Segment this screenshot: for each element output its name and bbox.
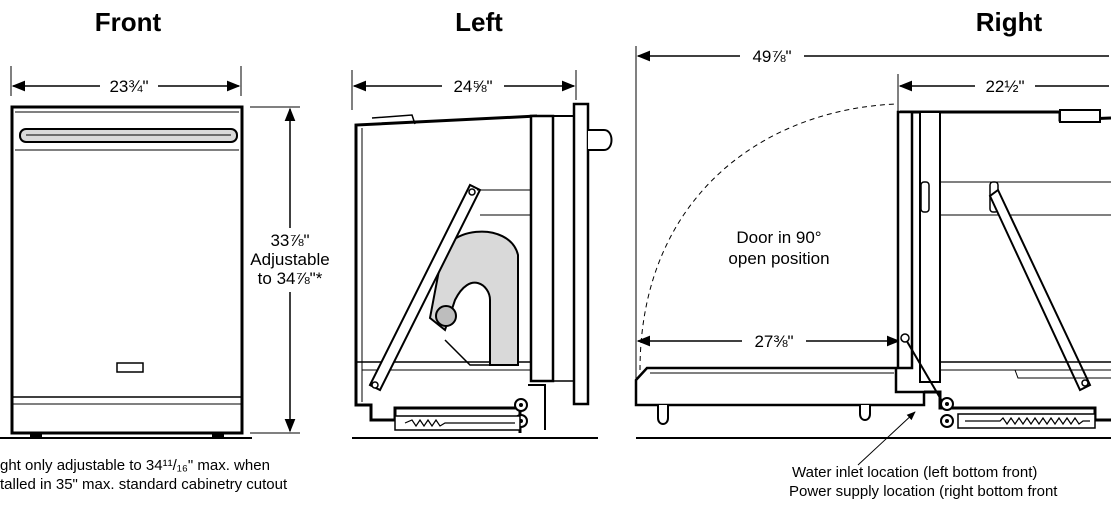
door-open-label-1: Door in 90° [736,228,821,247]
left-depth-label: 24⅝" [453,77,492,96]
right-door-frame [896,110,914,370]
right-title: Right [976,7,1043,37]
door-open-depth-label: 27⅜" [754,332,793,351]
left-title: Left [455,7,503,37]
right-hinge-arm-front [904,337,947,409]
footnote-line-2: talled in 35" max. standard cabinetry cu… [0,476,288,493]
front-right-foot [212,433,224,438]
right-door-handle [657,405,871,425]
right-open-door [634,366,926,407]
front-dishwasher-body [10,105,244,435]
right-depth-label: 22½" [985,77,1024,96]
power-supply-note: Power supply location (right bottom fron… [789,483,1058,500]
front-logo-badge [116,362,144,373]
adjustable-label: Adjustable [250,250,329,269]
door-open-label-2: open position [728,249,829,268]
front-width-label: 23¾" [109,77,148,96]
front-left-foot [30,433,42,438]
water-inlet-note: Water inlet location (left bottom front) [792,464,1037,481]
front-view: 23¾" 33⅞" Adjustable to 34⅞"* ght only a… [0,66,332,493]
left-door-panel [572,102,590,406]
right-base-tray [957,413,1096,429]
left-tub-outline [354,114,538,433]
left-door [529,114,555,383]
right-hinge-arm-rear [988,188,1092,392]
right-total-depth-label: 49⅞" [752,47,791,66]
inlet-leader-line [857,411,916,466]
left-sump-pump [428,230,519,366]
front-height-label: 33⅞" [270,231,309,250]
left-view: 24⅝" [351,70,613,439]
front-title: Front [95,7,162,37]
adjustable-to-label: to 34⅞"* [258,269,323,288]
footnote-line-1: ght only adjustable to 34¹¹/₁₆" max. whe… [0,457,270,474]
door-swing-arc [639,103,897,371]
right-view: 49⅞" 22½" Door in 90° open position 27⅜" [634,44,1111,500]
